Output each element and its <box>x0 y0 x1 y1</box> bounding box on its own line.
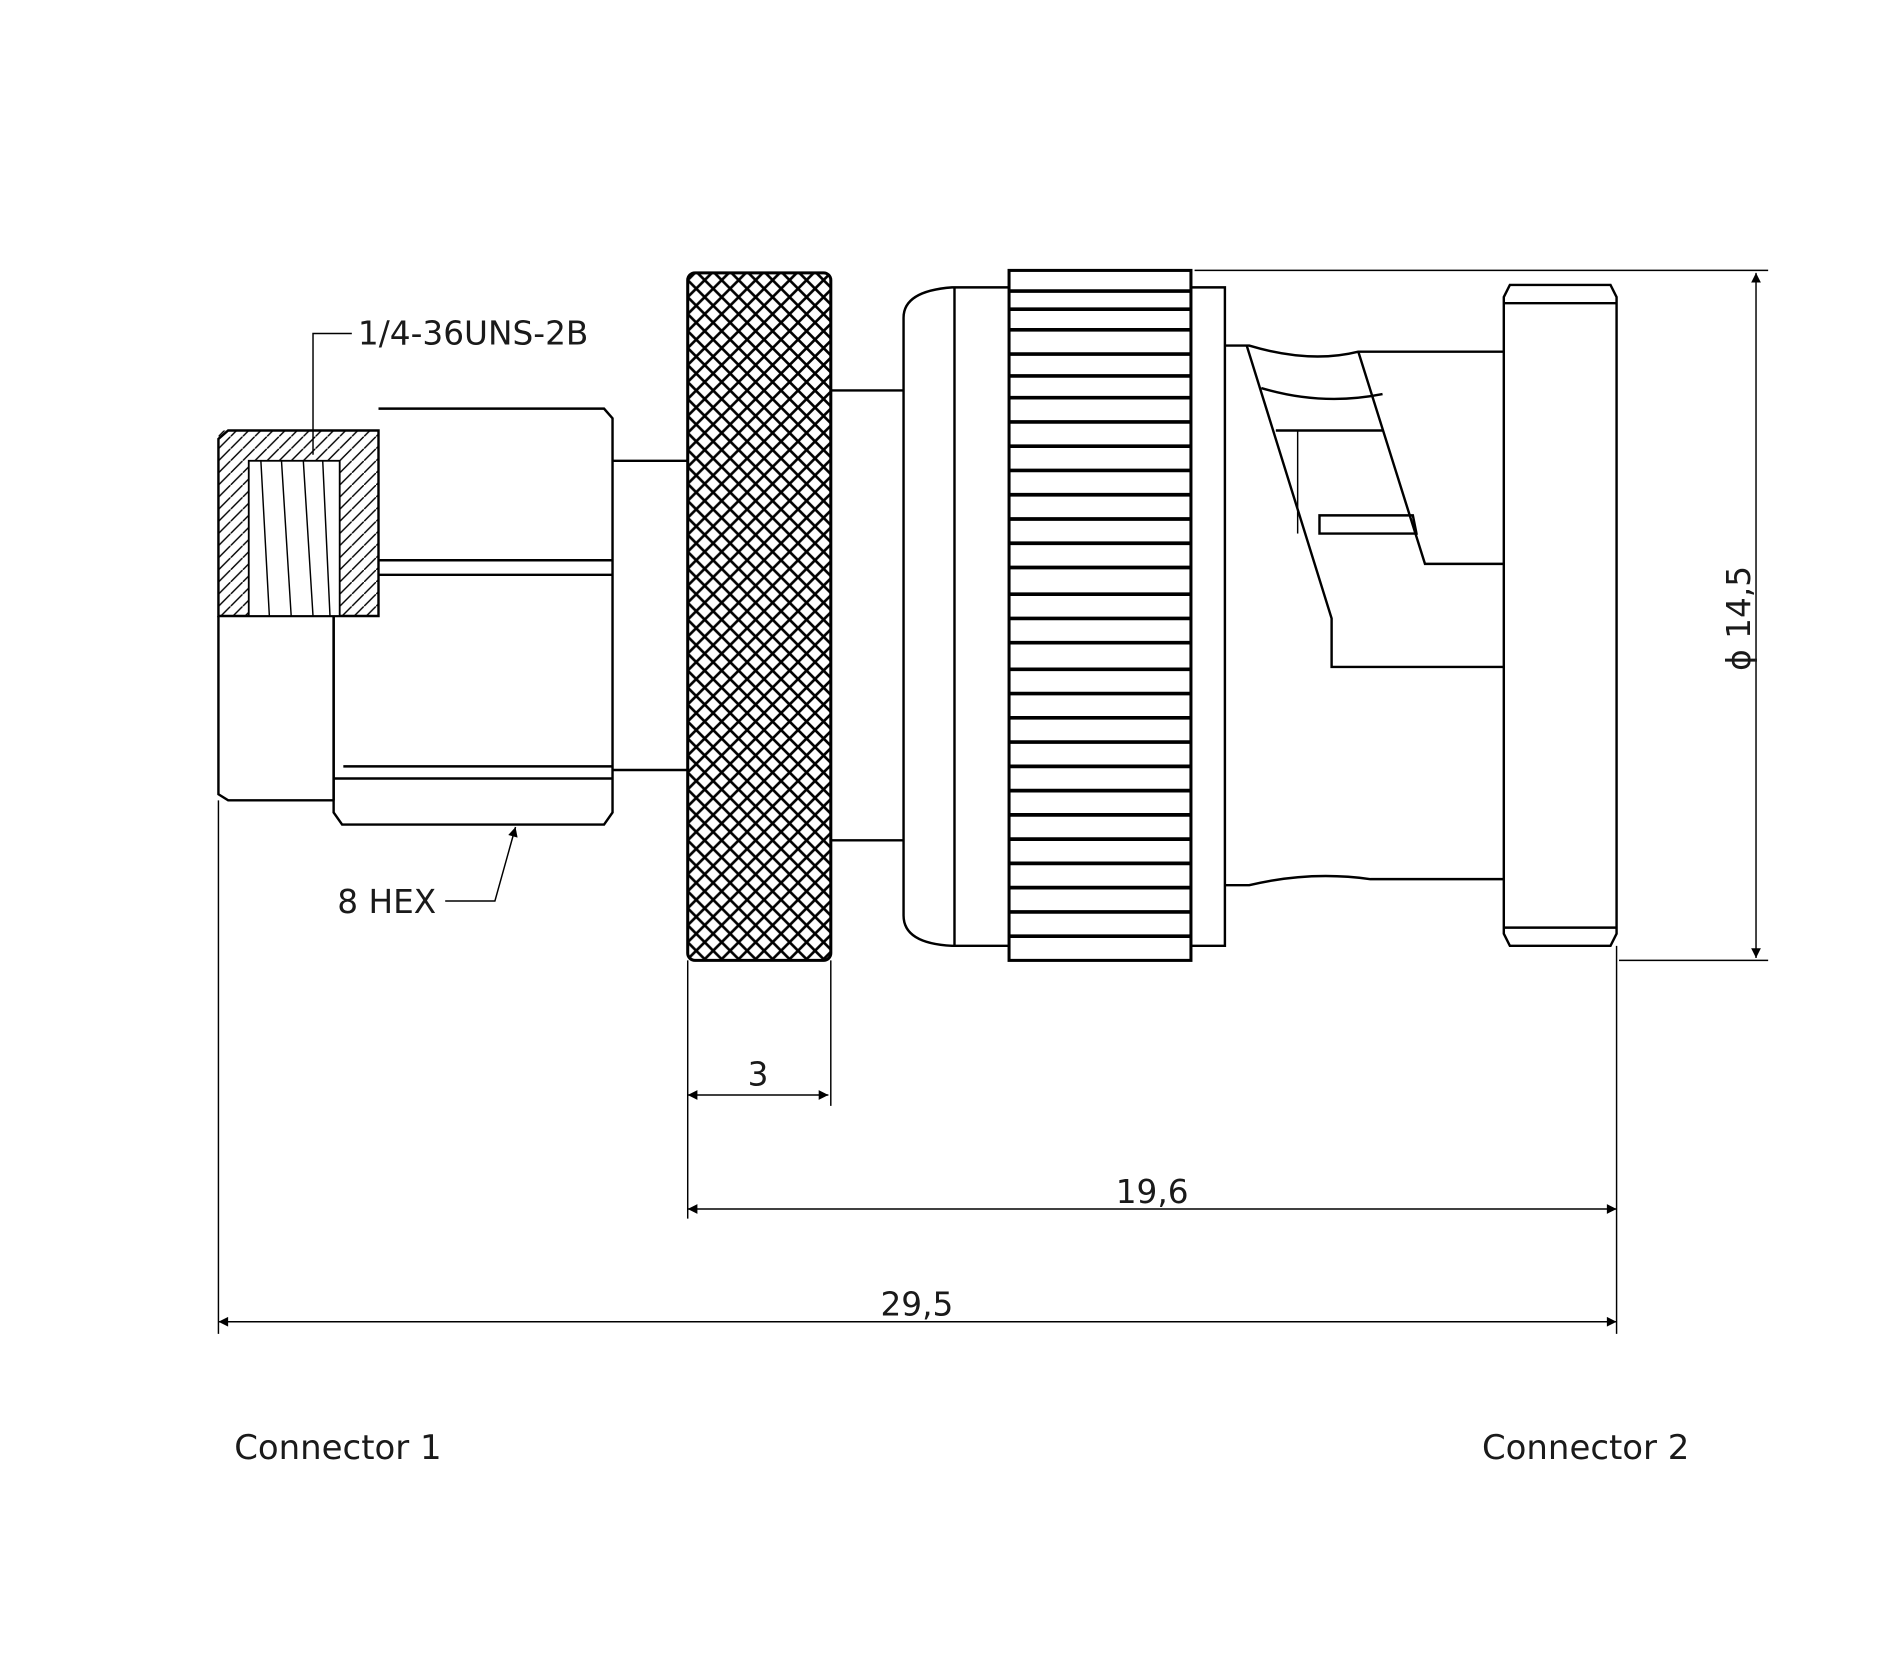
dimension-diameter: ϕ 14,5 <box>1720 566 1758 671</box>
connector-2-label: Connector 2 <box>1482 1428 1689 1468</box>
connector-2-body <box>902 268 1618 962</box>
thread-leader-line <box>312 332 352 455</box>
connector-1-body <box>217 407 688 826</box>
extension-lines <box>217 269 1769 1334</box>
hex-leader-line <box>445 826 518 902</box>
dimension-nut-width: 3 <box>748 1055 769 1093</box>
dimension-overall-length: 29,5 <box>880 1286 953 1324</box>
connector-1-label: Connector 1 <box>234 1428 441 1468</box>
knurled-coupling-nut <box>686 271 904 962</box>
coupling-ring <box>1007 268 1193 962</box>
hex-callout: 8 HEX <box>337 883 436 921</box>
thread-callout: 1/4-36UNS-2B <box>358 314 588 352</box>
dimension-body-length: 19,6 <box>1116 1173 1189 1211</box>
flange <box>1502 283 1618 948</box>
